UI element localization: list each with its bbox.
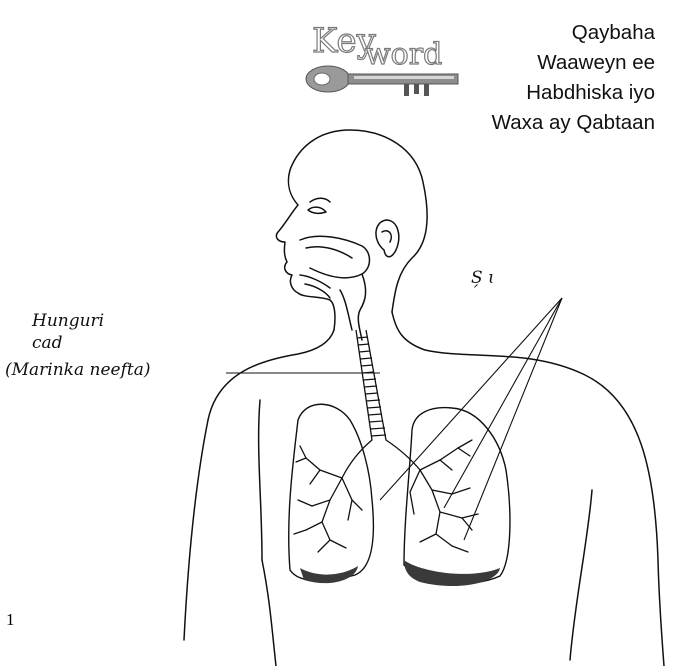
pointer-lines	[226, 298, 562, 540]
torso-left-side	[259, 400, 262, 560]
diagram-title: Qaybaha Waaweyn ee Habdhiska iyo Waxa ay…	[425, 18, 655, 138]
waist-left	[262, 560, 276, 666]
nasal-cavity	[300, 236, 370, 278]
pharynx	[358, 274, 365, 340]
sanbabka-label: S̗ ɩ	[471, 268, 495, 288]
torso-right-side	[570, 490, 592, 660]
trachea	[356, 330, 386, 440]
title-line-1: Qaybaha	[425, 18, 655, 48]
eye	[308, 207, 326, 213]
marinka-label: (Marinka neefta)	[5, 360, 151, 380]
left-lung	[289, 404, 374, 583]
hunguri-label-line2: cad	[32, 332, 104, 354]
body-outline	[184, 130, 664, 666]
hunguri-label-line1: Hunguri	[32, 310, 104, 332]
hunguri-label: Hunguri cad	[32, 310, 104, 354]
ear	[376, 220, 399, 257]
head-outline	[276, 130, 427, 330]
left-arm	[184, 420, 208, 640]
title-line-4: Waxa ay Qabtaan	[425, 108, 655, 138]
mouth	[300, 275, 330, 288]
title-line-2: Waaweyn ee	[425, 48, 655, 78]
title-line-3: Habdhiska iyo	[425, 78, 655, 108]
right-lung	[404, 408, 510, 586]
page-number: 1	[6, 610, 15, 630]
